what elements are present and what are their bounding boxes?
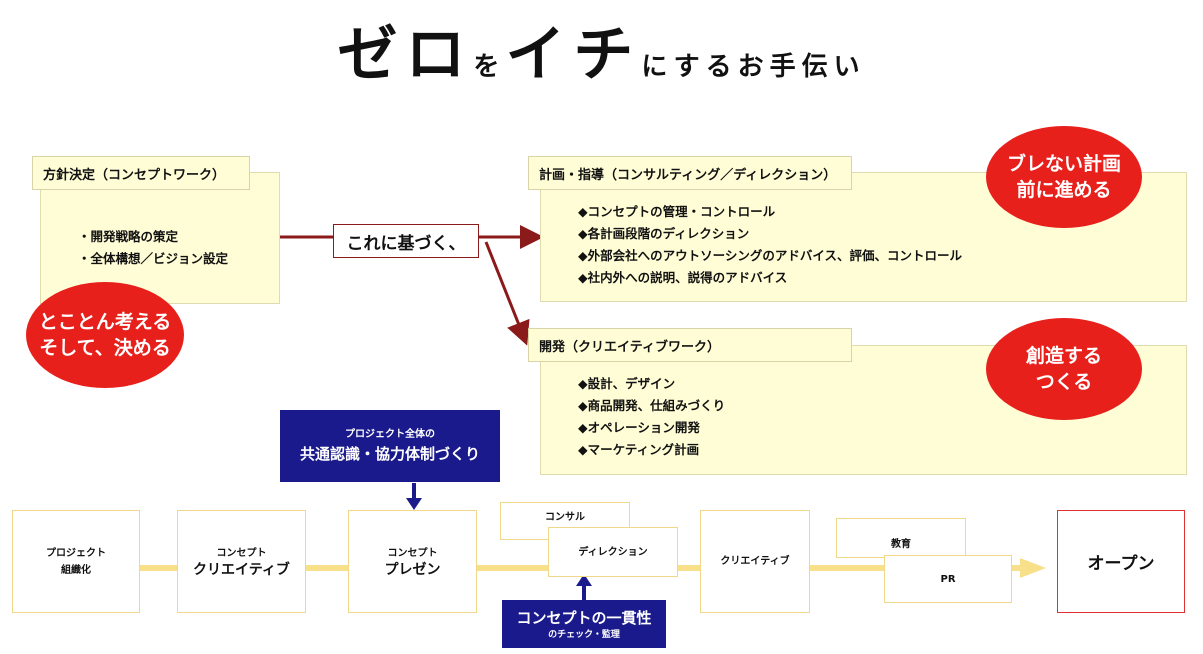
dev-circle-line1: 創造する [1025, 345, 1102, 367]
step-concept-presen-line1: コンセプト [387, 547, 438, 559]
plan-item: ◆コンセプトの管理・コントロール [578, 204, 776, 219]
dev-item: ◆設計、デザイン [578, 376, 676, 391]
dev-header: 開発（クリエイティブワーク） [528, 328, 852, 362]
consistency-small: のチェック・監理 [548, 630, 620, 640]
step-creative: クリエイティブ [700, 510, 810, 613]
policy-item: ・全体構想／ビジョン設定 [78, 251, 229, 266]
consistency-box: コンセプトの一貫性 のチェック・監理 [502, 600, 666, 648]
policy-list: ・開発戦略の策定 ・全体構想／ビジョン設定 [78, 226, 228, 270]
dev-circle: 創造する つくる [986, 318, 1142, 420]
step-concept-creative-line2: クリエイティブ [193, 561, 290, 578]
dev-item: ◆マーケティング計画 [578, 442, 700, 457]
think-circle-line1: とことん考える [38, 311, 172, 333]
title-part-help: にするお手伝い [641, 52, 866, 82]
step-concept-presen-line2: プレゼン [384, 561, 441, 578]
step-project-org-line2: 組織化 [61, 564, 91, 576]
plan-item: ◆各計画段階のディレクション [578, 226, 750, 241]
plan-circle-line2: 前に進める [1016, 179, 1112, 201]
shared-understanding-box: プロジェクト全体の 共通認識・協力体制づくり [280, 410, 500, 482]
dev-circle-line2: つくる [1035, 371, 1093, 393]
plan-item: ◆社内外への説明、説得のアドバイス [578, 270, 788, 285]
step-concept-presen: コンセプト プレゼン [348, 510, 477, 613]
arrow-basis-to-dev [484, 241, 530, 346]
consistency-big: コンセプトの一貫性 [516, 609, 652, 627]
step-education-label: 教育 [891, 539, 911, 550]
step-education: 教育 [836, 518, 966, 558]
dev-list: ◆設計、デザイン ◆商品開発、仕組みづくり ◆オペレーション開発 ◆マーケティン… [578, 373, 725, 461]
plan-list: ◆コンセプトの管理・コントロール ◆各計画段階のディレクション ◆外部会社へのア… [578, 201, 962, 289]
step-project-org: プロジェクト 組織化 [12, 510, 140, 613]
plan-circle-line1: ブレない計画 [1006, 153, 1121, 175]
shared-understanding-small: プロジェクト全体の [345, 429, 435, 440]
page-title: ゼロをイチにするお手伝い [0, 6, 1203, 93]
basis-label: これに基づく、 [333, 224, 479, 258]
think-circle: とことん考える そして、決める [26, 282, 184, 388]
policy-header: 方針決定（コンセプトワーク） [32, 156, 250, 190]
step-concept-creative-line1: コンセプト [216, 547, 267, 559]
plan-circle: ブレない計画 前に進める [986, 126, 1142, 228]
title-part-ichi: イチ [505, 20, 642, 90]
step-pr-label: PR [940, 573, 956, 585]
step-pr: PR [884, 555, 1012, 603]
step-open: オープン [1057, 510, 1185, 613]
plan-item: ◆外部会社へのアウトソーシングのアドバイス、評価、コントロール [578, 248, 962, 263]
shared-understanding-big: 共通認識・協力体制づくり [299, 445, 480, 463]
flow-arrow-head [1020, 558, 1046, 578]
step-concept-creative: コンセプト クリエイティブ [177, 510, 306, 613]
think-circle-line2: そして、決める [39, 337, 171, 359]
dev-item: ◆オペレーション開発 [578, 420, 700, 435]
step-direction-label: ディレクション [578, 546, 648, 558]
title-part-wo: を [473, 52, 506, 82]
title-part-zero: ゼロ [337, 20, 474, 90]
step-direction: ディレクション [548, 527, 678, 577]
step-consul-label: コンサル [545, 512, 585, 523]
policy-item: ・開発戦略の策定 [78, 229, 179, 244]
dev-item: ◆商品開発、仕組みづくり [578, 398, 726, 413]
step-creative-label: クリエイティブ [720, 556, 790, 567]
arrow-consistency-up-head [576, 574, 592, 586]
step-project-org-line1: プロジェクト [46, 547, 106, 559]
plan-header: 計画・指導（コンサルティング／ディレクション） [528, 156, 852, 190]
arrow-shared-down-head [406, 498, 422, 510]
